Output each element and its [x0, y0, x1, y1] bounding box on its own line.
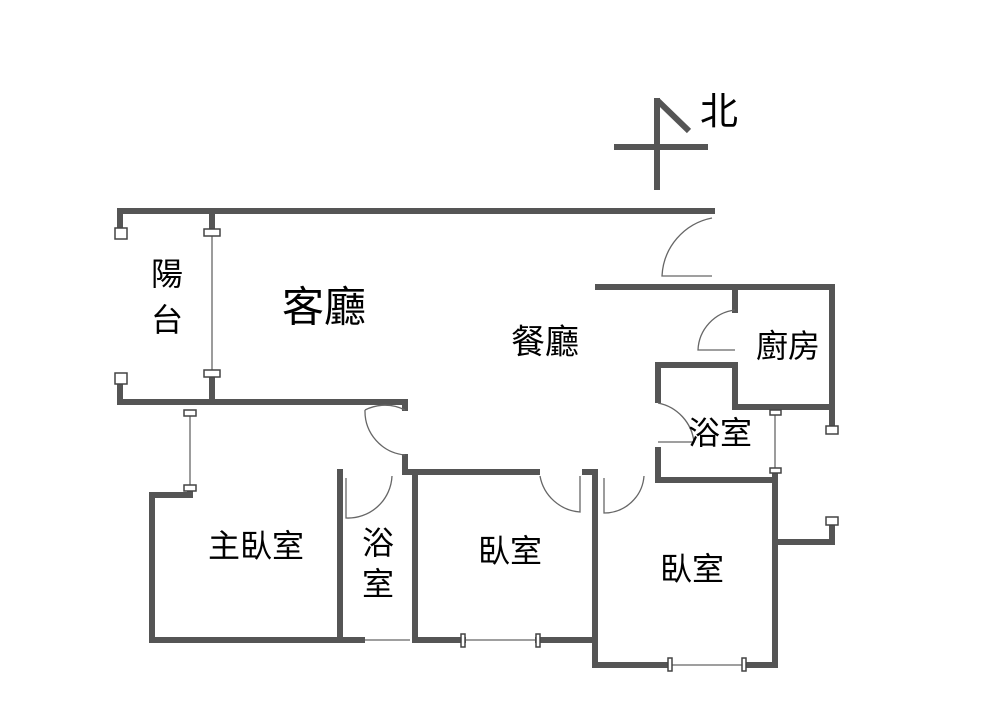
room-label-bathroom-main: 浴室	[688, 414, 752, 452]
north-arrow-icon	[614, 97, 708, 190]
room-label-bathroom-master-1: 浴	[362, 524, 394, 562]
room-label-balcony-2: 台	[151, 301, 183, 339]
room-label-dining-room: 餐廳	[511, 323, 579, 363]
doors	[345, 217, 736, 519]
walls	[117, 208, 835, 668]
room-label-living-room: 客廳	[282, 283, 366, 332]
room-label-bathroom-master-2: 室	[362, 565, 394, 603]
room-label-master-bedroom: 主臥室	[208, 527, 304, 565]
room-label-balcony-1: 陽	[151, 255, 183, 293]
room-label-bedroom-2: 臥室	[660, 550, 724, 588]
north-label: 北	[700, 90, 738, 134]
room-label-bedroom-1: 臥室	[478, 532, 542, 570]
windows	[114, 227, 839, 672]
room-label-kitchen: 廚房	[756, 327, 820, 365]
